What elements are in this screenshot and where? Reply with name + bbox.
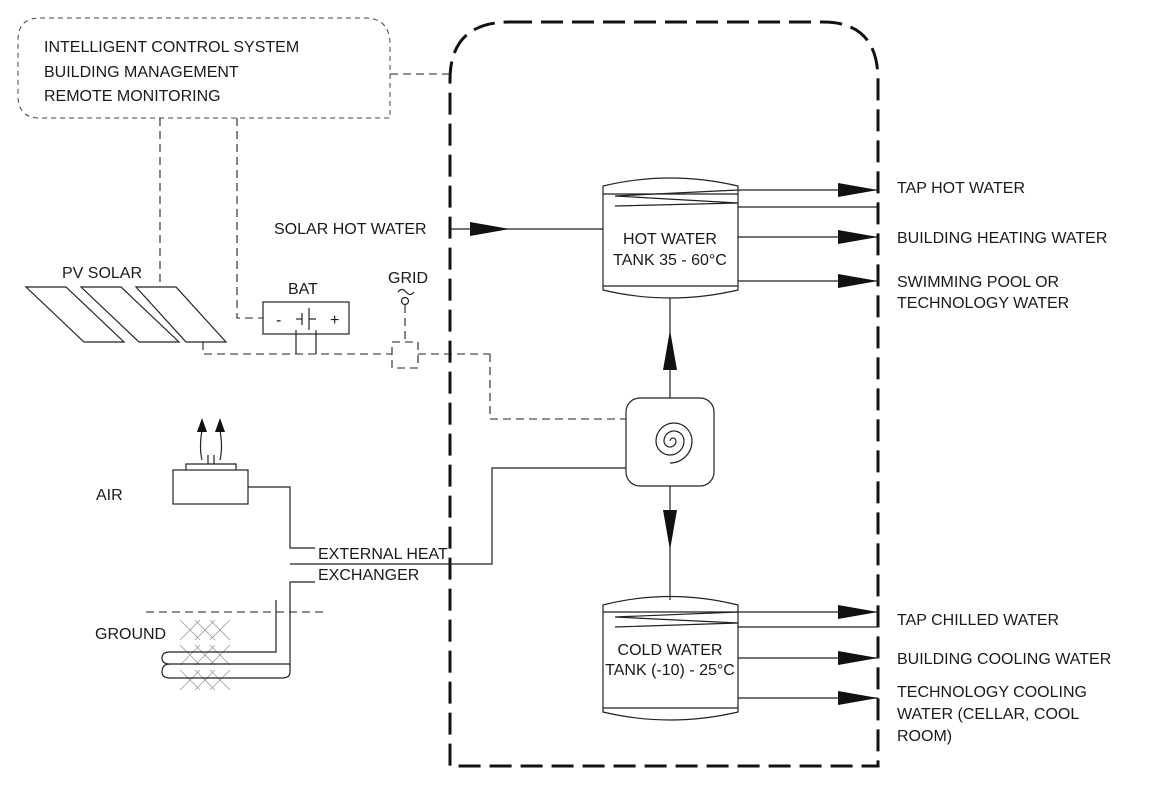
- grid-label: GRID: [388, 270, 428, 287]
- pv-solar-panels: PV SOLAR: [24, 265, 228, 343]
- battery: BAT - +: [262, 281, 350, 354]
- grid-inverter-box: [391, 341, 419, 369]
- spiral-icon: [655, 422, 693, 464]
- control-connections: [159, 73, 450, 319]
- hot-outputs: TAP HOT WATER BUILDING HEATING WATER SWI…: [738, 180, 1107, 312]
- grid-connection: GRID: [388, 270, 428, 342]
- tap-hot-water-label: TAP HOT WATER: [897, 180, 1025, 197]
- hot-tank-label-2: TANK 35 - 60°C: [613, 252, 727, 269]
- tech-cooling-label-3: ROOM): [897, 728, 952, 745]
- building-heating-label: BUILDING HEATING WATER: [897, 230, 1107, 247]
- air-label: AIR: [96, 487, 123, 504]
- battery-label: BAT: [288, 281, 318, 298]
- control-line-2: BUILDING MANAGEMENT: [44, 64, 239, 81]
- cold-outputs: TAP CHILLED WATER BUILDING COOLING WATER…: [738, 605, 1111, 745]
- battery-minus: -: [276, 312, 281, 329]
- external-heat-exchanger: EXTERNAL HEAT EXCHANGER: [248, 467, 626, 665]
- external-heat-label-1: EXTERNAL HEAT: [318, 546, 448, 563]
- ground-loop: GROUND: [95, 600, 326, 691]
- pv-solar-label: PV SOLAR: [62, 265, 142, 282]
- building-cooling-label: BUILDING COOLING WATER: [897, 651, 1111, 668]
- hot-water-tank: HOT WATER TANK 35 - 60°C: [602, 177, 739, 299]
- cold-tank-label-1: COLD WATER: [618, 642, 723, 659]
- system-enclosure: [448, 20, 880, 768]
- control-line-1: INTELLIGENT CONTROL SYSTEM: [44, 39, 299, 56]
- external-heat-label-2: EXCHANGER: [318, 567, 419, 584]
- air-unit: AIR: [96, 418, 249, 505]
- battery-plus: +: [330, 312, 339, 329]
- solar-hot-water-label: SOLAR HOT WATER: [274, 221, 427, 238]
- tech-cooling-label-2: WATER (CELLAR, COOL: [897, 706, 1079, 723]
- pool-label-2: TECHNOLOGY WATER: [897, 295, 1069, 312]
- cold-tank-label-2: TANK (-10) - 25°C: [605, 662, 735, 679]
- electric-line: [202, 341, 626, 420]
- ground-label: GROUND: [95, 626, 166, 643]
- hot-tank-label-1: HOT WATER: [623, 231, 717, 248]
- tap-chilled-label: TAP CHILLED WATER: [897, 612, 1059, 629]
- tech-cooling-label-1: TECHNOLOGY COOLING: [897, 684, 1087, 701]
- control-system-box: INTELLIGENT CONTROL SYSTEM BUILDING MANA…: [17, 17, 391, 119]
- pool-label-1: SWIMMING POOL OR: [897, 274, 1059, 291]
- solar-hot-water-input: SOLAR HOT WATER: [274, 221, 603, 238]
- heat-pump: [625, 298, 715, 600]
- cold-water-tank: COLD WATER TANK (-10) - 25°C: [602, 595, 739, 721]
- control-line-3: REMOTE MONITORING: [44, 88, 221, 105]
